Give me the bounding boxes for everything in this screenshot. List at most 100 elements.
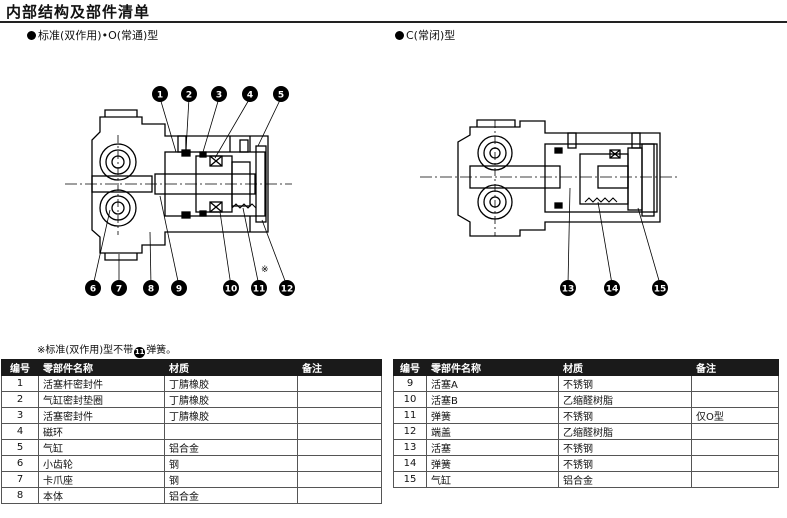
cell-part: 弹簧 <box>426 455 559 472</box>
cell-part: 卡爪座 <box>38 471 165 488</box>
title-divider <box>0 21 787 23</box>
right-cross-section <box>420 119 680 285</box>
cell-remark: 仅O型 <box>691 407 779 424</box>
cell-material: 乙缩醛树脂 <box>558 391 692 408</box>
callout-2 <box>181 86 197 102</box>
cross-section-drawings: 1 2 3 4 5 6 7 8 9 10 11 12 ※ <box>65 86 680 296</box>
callout-7 <box>111 280 127 296</box>
cell-part: 气缸 <box>426 471 559 488</box>
spring-mark: ※ <box>261 265 269 275</box>
callout-label: 7 <box>116 285 122 295</box>
cell-remark <box>297 423 382 440</box>
page-title: 内部结构及部件清单 <box>6 3 151 21</box>
cell-part: 小齿轮 <box>38 455 165 472</box>
cell-remark <box>691 423 779 440</box>
cell-material: 铝合金 <box>558 471 692 488</box>
callout-1 <box>152 86 168 102</box>
cell-material: 钢 <box>164 471 298 488</box>
cell-remark <box>297 471 382 488</box>
cell-no: 14 <box>393 455 427 472</box>
callout-12 <box>279 280 295 296</box>
cell-no: 2 <box>1 391 39 408</box>
callout-label: 3 <box>216 91 222 101</box>
cell-part: 端盖 <box>426 423 559 440</box>
callout-label: 12 <box>281 285 294 295</box>
cell-no: 1 <box>1 375 39 392</box>
cell-material: 铝合金 <box>164 439 298 456</box>
cell-part: 气缸 <box>38 439 165 456</box>
cell-material <box>164 423 298 440</box>
cell-part: 本体 <box>38 487 165 504</box>
callout-label: 8 <box>148 285 154 295</box>
cell-material: 钢 <box>164 455 298 472</box>
cell-no: 11 <box>393 407 427 424</box>
note-suffix: 弹簧。 <box>146 345 177 356</box>
callout-label: 10 <box>225 285 238 295</box>
table-header-row: 编号 零部件名称 材质 备注 <box>393 359 779 376</box>
right-callouts-bottom: 13 14 15 <box>560 280 668 296</box>
callout-label: 4 <box>247 91 253 101</box>
left-subtitle: 标准(双作用)•O(常通)型 <box>27 27 158 43</box>
cell-part: 活塞密封件 <box>38 407 165 424</box>
cell-remark <box>691 391 779 408</box>
cell-remark <box>297 487 382 504</box>
callout-5 <box>273 86 289 102</box>
cell-no: 6 <box>1 455 39 472</box>
bullet-icon <box>395 31 404 40</box>
cell-part: 活塞A <box>426 375 559 392</box>
cell-material: 不锈钢 <box>558 407 692 424</box>
cell-remark <box>297 391 382 408</box>
callout-label: 2 <box>186 91 192 101</box>
left-cross-section <box>65 97 292 287</box>
callout-4 <box>242 86 258 102</box>
cell-part: 弹簧 <box>426 407 559 424</box>
callout-14 <box>604 280 620 296</box>
callout-label: 14 <box>606 285 619 295</box>
callout-11 <box>251 280 267 296</box>
callout-label: 5 <box>278 91 284 101</box>
cell-material: 丁腈橡胶 <box>164 407 298 424</box>
callout-8 <box>143 280 159 296</box>
cell-material: 铝合金 <box>164 487 298 504</box>
callout-label: 15 <box>654 285 667 295</box>
header-no: 编号 <box>393 359 427 376</box>
cell-no: 8 <box>1 487 39 504</box>
cell-no: 13 <box>393 439 427 456</box>
left-callouts-bottom: 6 7 8 9 10 11 12 ※ <box>85 265 295 296</box>
cell-no: 4 <box>1 423 39 440</box>
cell-part: 磁环 <box>38 423 165 440</box>
header-material: 材质 <box>164 359 298 376</box>
left-subtitle-text: 标准(双作用)•O(常通)型 <box>38 29 159 42</box>
callout-13 <box>560 280 576 296</box>
cell-no: 5 <box>1 439 39 456</box>
header-remark: 备注 <box>297 359 382 376</box>
callout-label: 6 <box>90 285 96 295</box>
cell-material: 丁腈橡胶 <box>164 375 298 392</box>
cell-material: 不锈钢 <box>558 439 692 456</box>
cell-remark <box>691 455 779 472</box>
cell-material: 丁腈橡胶 <box>164 391 298 408</box>
right-subtitle-text: C(常闭)型 <box>406 29 456 42</box>
table-header-row: 编号 零部件名称 材质 备注 <box>1 359 382 376</box>
header-material: 材质 <box>558 359 692 376</box>
right-subtitle: C(常闭)型 <box>395 27 455 43</box>
cell-no: 9 <box>393 375 427 392</box>
callout-label: 9 <box>176 285 182 295</box>
cell-remark <box>691 439 779 456</box>
cell-part: 活塞杆密封件 <box>38 375 165 392</box>
callout-15 <box>652 280 668 296</box>
cell-remark <box>691 471 779 488</box>
callout-9 <box>171 280 187 296</box>
